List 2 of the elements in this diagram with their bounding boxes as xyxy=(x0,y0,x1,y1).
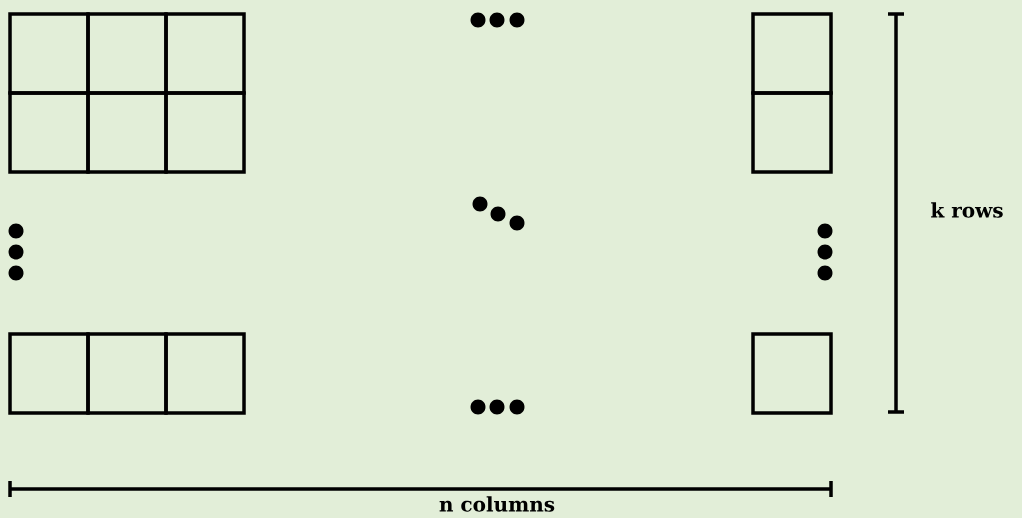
dimension-label: n columns xyxy=(439,496,555,512)
dimension-label: k rows xyxy=(931,202,1003,218)
